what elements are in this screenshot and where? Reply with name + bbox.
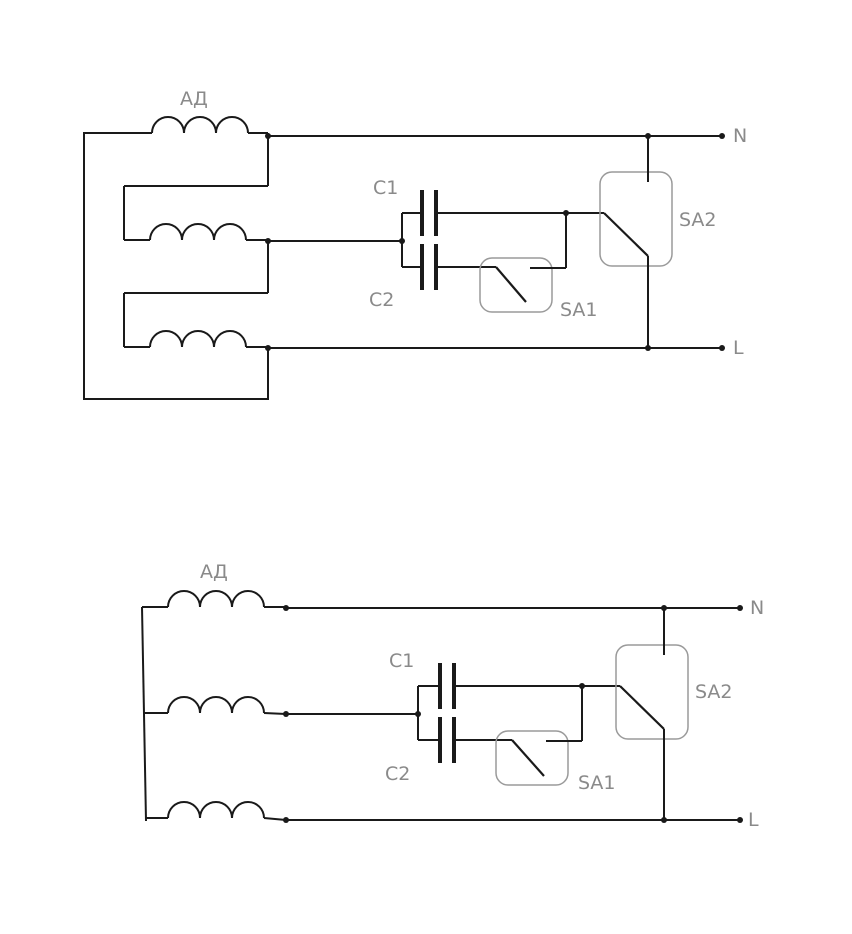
c1-label: C1 — [389, 650, 414, 672]
terminal-n-dot — [719, 133, 725, 139]
terminal-l-label: L — [733, 337, 744, 359]
sa2-label: SA2 — [679, 209, 717, 231]
terminal-l-dot — [719, 345, 725, 351]
diagram-bottom: АД C1 C2 SA1 SA2 N L — [141, 561, 764, 831]
c2-label: C2 — [385, 763, 410, 785]
switch-sa2 — [599, 171, 673, 267]
motor-winding-3 — [167, 801, 265, 819]
switch-sa1 — [479, 257, 553, 313]
c2-label: C2 — [369, 289, 394, 311]
sa2-label: SA2 — [695, 681, 733, 703]
terminal-l-dot — [737, 817, 743, 823]
outer-loop-wire — [83, 132, 269, 400]
motor-label: АД — [200, 561, 228, 583]
sa1-label: SA1 — [560, 299, 598, 321]
diagram-top: АД C1 C2 SA1 SA2 N L — [83, 88, 747, 400]
terminal-n-dot — [737, 605, 743, 611]
c1-label: C1 — [373, 177, 398, 199]
motor-winding-2 — [149, 223, 247, 241]
terminal-l-label: L — [748, 809, 759, 831]
terminal-n-label: N — [733, 125, 747, 147]
motor-winding-3 — [149, 330, 247, 348]
motor-winding-2 — [167, 696, 265, 714]
sa1-label: SA1 — [578, 772, 616, 794]
motor-winding-1 — [167, 590, 265, 608]
switch-sa1 — [495, 730, 569, 786]
switch-sa2 — [615, 644, 689, 740]
terminal-n-label: N — [750, 597, 764, 619]
motor-winding-1 — [151, 116, 249, 134]
motor-label: АД — [180, 88, 208, 110]
